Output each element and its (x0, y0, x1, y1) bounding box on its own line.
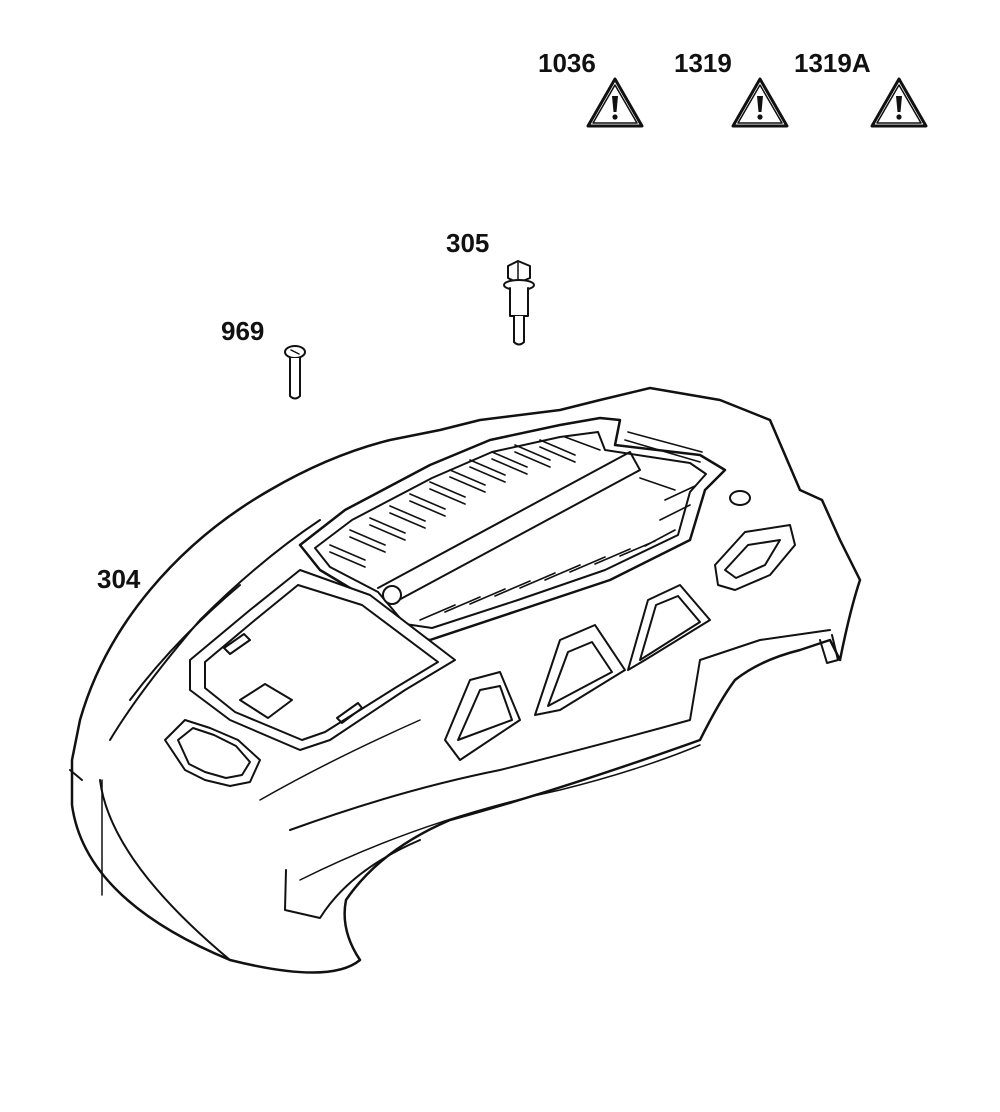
engine-cover-304 (69, 386, 862, 974)
callout-1319: 1319 (674, 48, 732, 78)
callout-305: 305 (446, 228, 490, 258)
callout-969: 969 (221, 316, 265, 346)
warning-triangle-icon (586, 77, 644, 128)
callout-1036: 1036 (538, 48, 596, 78)
warning-triangle-icon (870, 77, 928, 128)
bolt-305 (503, 260, 535, 346)
callout-1319a: 1319A (794, 48, 871, 78)
callout-304: 304 (97, 564, 141, 594)
warning-triangle-icon (731, 77, 789, 128)
screw-969 (284, 345, 306, 400)
